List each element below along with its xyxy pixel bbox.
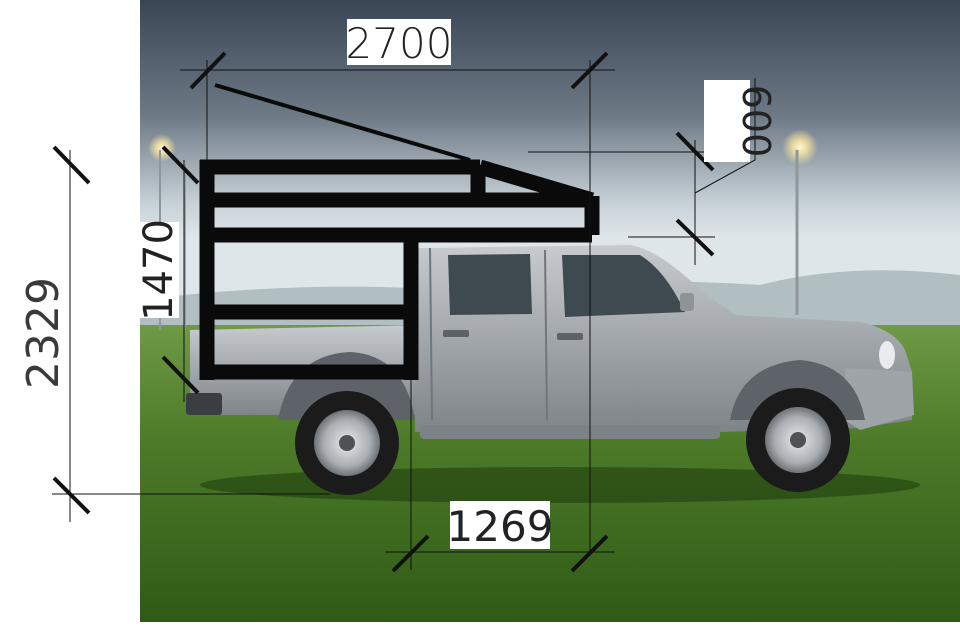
dimension-label-2700: 2700 [346,19,453,68]
dimension-value-frame-height: 1470 [136,219,182,321]
dimension-label-1470: 1470 [136,219,182,321]
dimension-label-1269: 1269 [447,501,554,551]
dimension-value-total-height: 2329 [18,277,69,389]
rear-wheel [295,391,399,495]
dimension-label-2329: 2329 [18,277,69,389]
dimension-value-bottom-length: 1269 [447,502,554,551]
rear-door-window [448,254,532,315]
dimension-lines [52,60,756,570]
camper-frame [199,159,600,380]
stadium-light-right [782,129,818,315]
dimension-value-top-width: 2700 [346,19,453,68]
dimension-label-600: 600 [704,80,778,162]
dimension-ticks [52,51,715,573]
frame-brace [214,83,471,162]
dimension-value-rear-height: 600 [734,85,778,158]
pickup-truck [186,245,920,503]
front-door-window [562,255,685,317]
front-wheel [746,388,850,492]
